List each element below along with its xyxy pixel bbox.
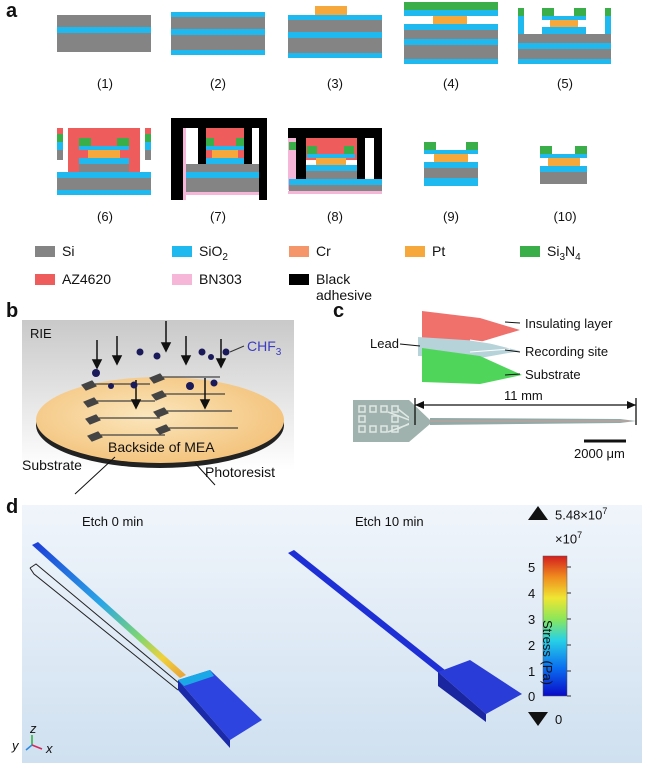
etch-0-min-title: Etch 0 min bbox=[82, 514, 144, 529]
step-label-5: (5) bbox=[557, 76, 573, 91]
legend-label-si: Si bbox=[62, 243, 75, 259]
colorbar-tick-1: 1 bbox=[528, 664, 536, 679]
panel-label-b: b bbox=[6, 300, 19, 322]
colorbar-axis-title: Stress (Pa) bbox=[540, 620, 555, 686]
colorbar-min-label: 0 bbox=[555, 712, 563, 727]
colorbar-tick-4: 4 bbox=[528, 586, 536, 601]
panel-b-rie-illustration bbox=[22, 320, 294, 495]
length-label: 11 mm bbox=[504, 388, 543, 403]
colorbar-tick-5: 5 bbox=[528, 560, 536, 575]
legend-swatch-si3n4 bbox=[520, 246, 540, 257]
legend-swatch-cr bbox=[289, 246, 309, 257]
chf3-label: CHF3 bbox=[247, 338, 282, 358]
legend-label-si3n4: Si3N4 bbox=[547, 243, 581, 263]
panel-label-c: c bbox=[333, 300, 345, 322]
step-label-7: (7) bbox=[210, 209, 226, 224]
step-label-8: (8) bbox=[327, 209, 343, 224]
step-label-3: (3) bbox=[327, 76, 343, 91]
colorbar-tick-2: 2 bbox=[528, 638, 536, 653]
colorbar-tick-3: 3 bbox=[528, 612, 536, 627]
legend-swatch-si bbox=[35, 246, 55, 257]
scale-bar-label: 2000 μm bbox=[574, 446, 625, 461]
panel-label-d: d bbox=[6, 496, 19, 518]
substrate-label-b: Substrate bbox=[22, 457, 82, 473]
insulating-layer-label: Insulating layer bbox=[525, 316, 613, 331]
panel-c-probe-illustration bbox=[353, 311, 637, 443]
step-6-stack bbox=[57, 128, 151, 195]
step-10-stack bbox=[540, 146, 587, 184]
colorbar-multiplier-label: ×107 bbox=[555, 530, 583, 547]
insulating-layer-shape bbox=[422, 311, 520, 342]
axis-y-label: y bbox=[12, 738, 19, 753]
step-7-stack bbox=[171, 118, 267, 200]
legend-swatch-black-adhesive bbox=[289, 274, 309, 285]
backside-of-mea-label: Backside of MEA bbox=[108, 439, 215, 455]
legend-label-pt: Pt bbox=[432, 243, 446, 259]
axis-z-label: z bbox=[30, 721, 37, 736]
panel-a-process-diagram bbox=[57, 2, 611, 200]
panel-label-a: a bbox=[6, 0, 18, 22]
step-5-stack bbox=[518, 8, 611, 64]
legend-label-sio2: SiO2 bbox=[199, 243, 228, 263]
legend-swatch-pt bbox=[405, 246, 425, 257]
step-3-stack bbox=[288, 6, 382, 58]
axis-x-label: x bbox=[46, 741, 53, 756]
step-label-6: (6) bbox=[97, 209, 113, 224]
step-label-4: (4) bbox=[443, 76, 459, 91]
legend-label-bn303: BN303 bbox=[199, 271, 242, 287]
step-9-stack bbox=[424, 142, 478, 186]
step-label-10: (10) bbox=[553, 209, 577, 224]
legend-swatch-az4620 bbox=[35, 274, 55, 285]
etch-10-min-title: Etch 10 min bbox=[355, 514, 424, 529]
step-8-stack bbox=[288, 128, 382, 194]
colorbar-max-label: 5.48×107 bbox=[555, 506, 608, 523]
step-1-stack bbox=[57, 15, 151, 52]
legend-label-black-adhesive: Black adhesive bbox=[316, 271, 373, 303]
photoresist-label: Photoresist bbox=[205, 464, 276, 480]
lead-label: Lead bbox=[370, 336, 399, 351]
recording-site-label: Recording site bbox=[525, 344, 609, 359]
legend-swatch-sio2 bbox=[172, 246, 192, 257]
step-label-2: (2) bbox=[210, 76, 226, 91]
step-4-stack bbox=[404, 2, 498, 64]
legend-label-cr: Cr bbox=[316, 243, 331, 259]
rie-label: RIE bbox=[30, 326, 52, 341]
substrate-label-c: Substrate bbox=[525, 367, 581, 382]
step-label-1: (1) bbox=[97, 76, 113, 91]
colorbar-tick-0: 0 bbox=[528, 689, 536, 704]
substrate-shape bbox=[422, 348, 522, 384]
legend-label-az4620: AZ4620 bbox=[62, 271, 112, 287]
legend-swatch-bn303 bbox=[172, 274, 192, 285]
step-label-9: (9) bbox=[443, 209, 459, 224]
step-2-stack bbox=[171, 12, 265, 55]
